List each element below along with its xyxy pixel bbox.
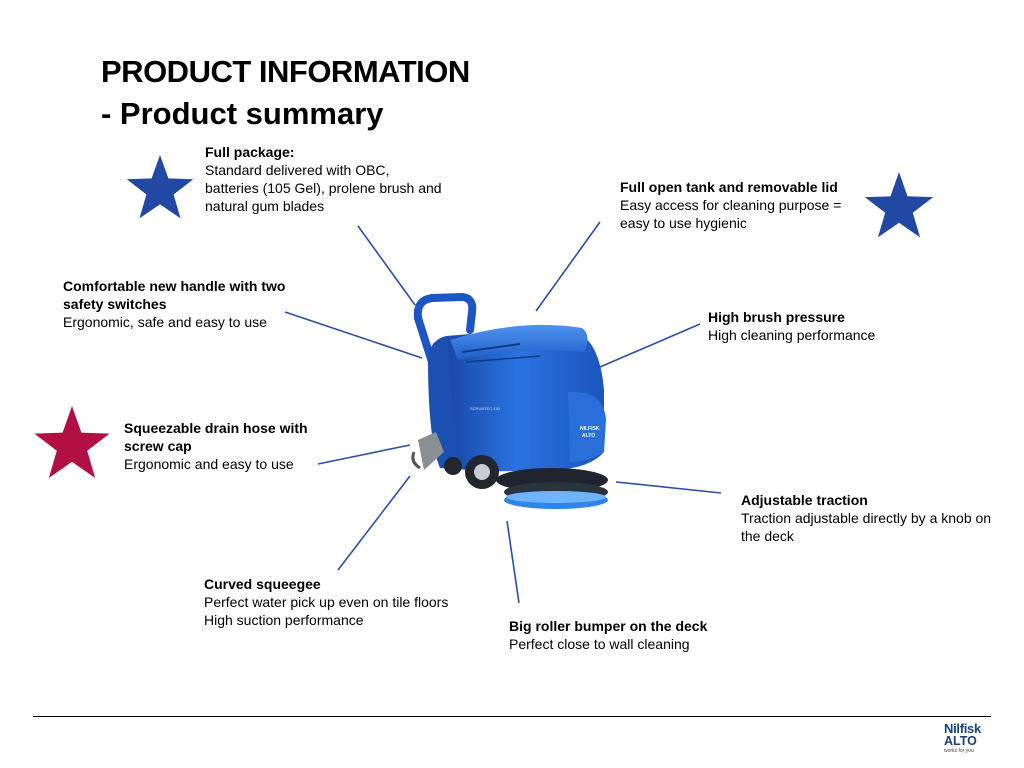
callout-traction: Adjustable traction Traction adjustable … — [741, 491, 1003, 545]
logo-line-1: Nilfisk — [944, 721, 981, 736]
logo-line-2: ALTO — [944, 734, 977, 748]
callout-squeegee: Curved squeegee Perfect water pick up ev… — [204, 575, 484, 629]
callout-heading: Big roller bumper on the deck — [509, 618, 708, 634]
callout-body: Ergonomic and easy to use — [124, 456, 294, 472]
callout-body: Perfect close to wall cleaning — [509, 636, 690, 652]
leader-line-handle — [284, 311, 423, 359]
machine-brand-label-2: ALTO — [582, 433, 595, 439]
leader-line-bumper — [506, 520, 520, 604]
leader-line-brush — [599, 323, 701, 368]
page-title: PRODUCT INFORMATION — [101, 54, 470, 89]
callout-heading: Full package: — [205, 144, 295, 160]
callout-body: Traction adjustable directly by a knob o… — [741, 510, 992, 544]
leader-line-squeegee — [337, 475, 411, 571]
callout-bumper: Big roller bumper on the deck Perfect cl… — [509, 617, 769, 653]
callout-heading: Full open tank and removable lid — [620, 179, 838, 195]
callout-heading: Squeezable drain hose with screw cap — [124, 420, 308, 454]
leader-line-traction — [615, 481, 722, 494]
callout-handle: Comfortable new handle with two safety s… — [63, 277, 293, 331]
callout-body: High cleaning performance — [708, 327, 876, 343]
nilfisk-alto-logo: Nilfisk ALTO works for you — [944, 722, 1004, 754]
blue-star-icon — [864, 172, 934, 238]
page-subtitle: - Product summary — [101, 96, 384, 131]
callout-heading: Adjustable traction — [741, 492, 868, 508]
callout-body-2: High suction performance — [204, 612, 364, 628]
leader-line-full-package — [357, 225, 416, 306]
machine-model-label: SCRUBTEC 430 — [470, 406, 501, 411]
callout-full-package: Full package: Standard delivered with OB… — [205, 143, 445, 215]
callout-heading: High brush pressure — [708, 309, 845, 325]
callout-drain-hose: Squeezable drain hose with screw cap Erg… — [124, 419, 334, 473]
callout-body: Ergonomic, safe and easy to use — [63, 314, 267, 330]
callout-body: Standard delivered with OBC, batteries (… — [205, 162, 442, 214]
red-star-icon — [34, 406, 110, 478]
callout-open-tank: Full open tank and removable lid Easy ac… — [620, 178, 870, 232]
logo-tagline: works for you — [944, 748, 974, 754]
callout-body: Easy access for cleaning purpose = easy … — [620, 197, 842, 231]
callout-brush-pressure: High brush pressure High cleaning perfor… — [708, 308, 928, 344]
callout-body: Perfect water pick up even on tile floor… — [204, 594, 449, 610]
callout-heading: Curved squeegee — [204, 576, 321, 592]
machine-brand-label: NILFISK — [580, 426, 600, 432]
footer-divider — [33, 716, 991, 717]
callout-heading: Comfortable new handle with two safety s… — [63, 278, 286, 312]
leader-line-open-tank — [535, 221, 601, 312]
blue-star-icon — [126, 155, 194, 219]
leader-line-drain — [317, 444, 411, 465]
